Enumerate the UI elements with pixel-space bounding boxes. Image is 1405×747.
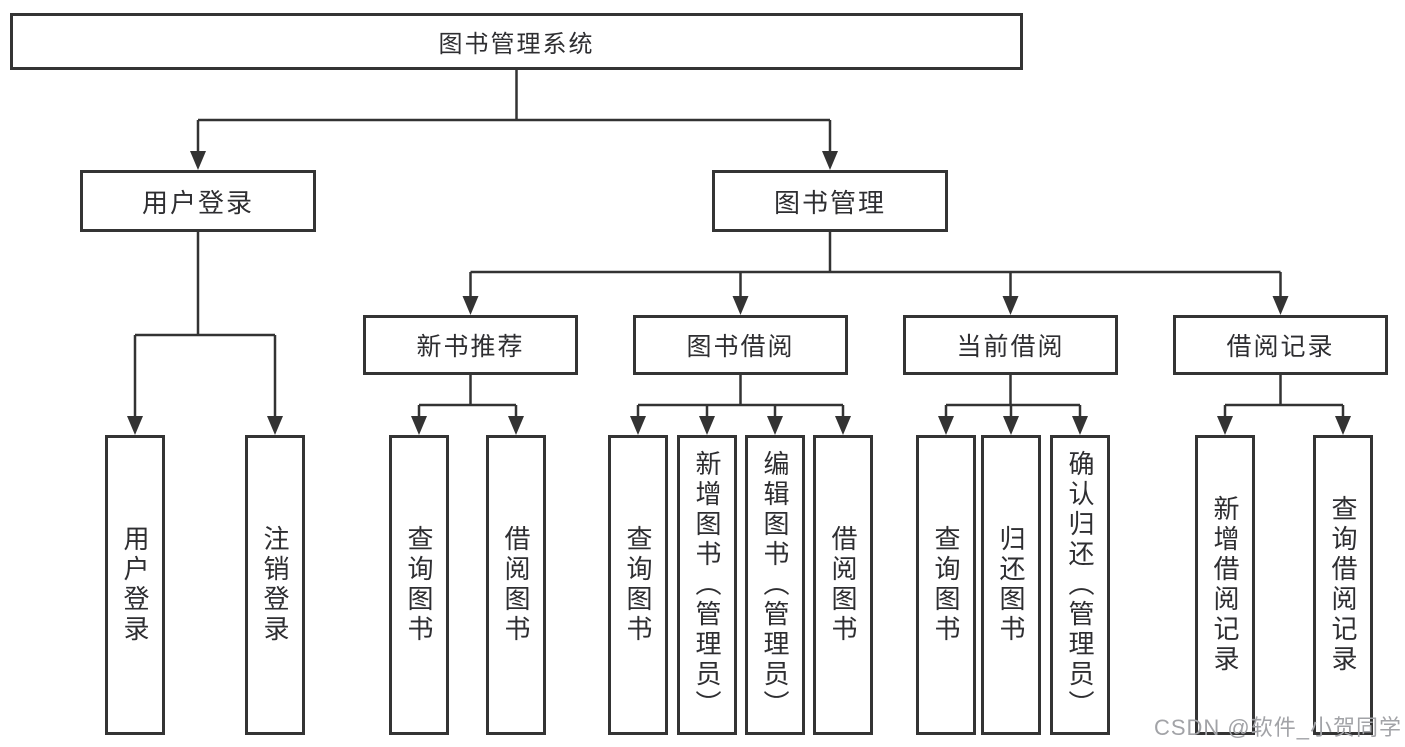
branch-current-borrow: [938, 375, 1088, 435]
branch-user-login: [127, 232, 283, 435]
leaf-record-add: 新增借阅记录: [1195, 435, 1255, 735]
leaf-user-login-label: 用户登录: [120, 525, 150, 645]
leaf-borrow-edit-label: 编辑图书（管理员）: [760, 450, 790, 720]
leaf-newbook-query: 查询图书: [389, 435, 449, 735]
leaf-record-query: 查询借阅记录: [1313, 435, 1373, 735]
leaf-record-add-label: 新增借阅记录: [1210, 495, 1240, 675]
leaf-borrow-add-label: 新增图书（管理员）: [692, 450, 722, 720]
leaf-current-query-label: 查询图书: [931, 525, 961, 645]
node-borrow-record-label: 借阅记录: [1226, 333, 1335, 361]
node-user-login: 用户登录: [80, 170, 316, 232]
node-current-borrow-label: 当前借阅: [956, 333, 1065, 361]
leaf-newbook-borrow-label: 借阅图书: [501, 525, 531, 645]
node-new-book: 新书推荐: [363, 315, 578, 375]
leaf-current-query: 查询图书: [916, 435, 976, 735]
branch-book-borrow: [630, 375, 851, 435]
node-user-login-label: 用户登录: [141, 187, 254, 218]
leaf-borrow-edit: 编辑图书（管理员）: [745, 435, 805, 735]
leaf-current-confirm: 确认归还（管理员）: [1050, 435, 1110, 735]
node-borrow-record: 借阅记录: [1173, 315, 1388, 375]
leaf-borrow-borrow: 借阅图书: [813, 435, 873, 735]
branch-new-book: [411, 375, 524, 435]
node-book-borrow-label: 图书借阅: [686, 333, 795, 361]
node-root-label: 图书管理系统: [438, 31, 595, 58]
leaf-user-login: 用户登录: [105, 435, 165, 735]
leaf-current-confirm-label: 确认归还（管理员）: [1065, 450, 1095, 720]
leaf-logout-label: 注销登录: [260, 525, 290, 645]
leaf-borrow-query-label: 查询图书: [623, 525, 653, 645]
node-book-mgmt: 图书管理: [712, 170, 948, 232]
leaf-current-return: 归还图书: [981, 435, 1041, 735]
leaf-record-query-label: 查询借阅记录: [1328, 495, 1358, 675]
leaf-borrow-borrow-label: 借阅图书: [828, 525, 858, 645]
leaf-newbook-borrow: 借阅图书: [486, 435, 546, 735]
leaf-borrow-add: 新增图书（管理员）: [677, 435, 737, 735]
node-current-borrow: 当前借阅: [903, 315, 1118, 375]
leaf-borrow-query: 查询图书: [608, 435, 668, 735]
leaf-logout: 注销登录: [245, 435, 305, 735]
leaf-newbook-query-label: 查询图书: [404, 525, 434, 645]
branch-book-mgmt: [462, 232, 1289, 315]
node-root: 图书管理系统: [10, 13, 1023, 70]
node-book-mgmt-label: 图书管理: [773, 187, 886, 218]
branch-borrow-record: [1217, 375, 1351, 435]
branch-root: [190, 69, 838, 170]
node-book-borrow: 图书借阅: [633, 315, 848, 375]
node-new-book-label: 新书推荐: [416, 333, 525, 361]
leaf-current-return-label: 归还图书: [996, 525, 1026, 645]
